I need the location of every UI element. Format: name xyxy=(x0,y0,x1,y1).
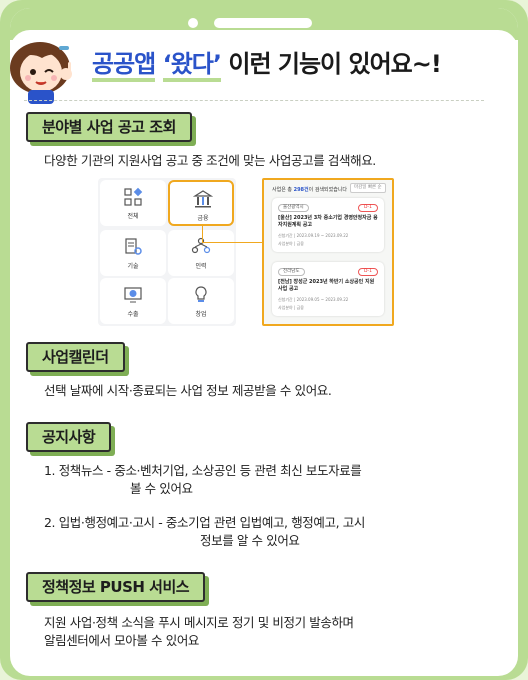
document-gear-icon xyxy=(125,238,142,255)
sort-dropdown[interactable]: 마감일 빠른 순 xyxy=(350,183,386,193)
results-count: 사업은 총 298건이 검색되었습니다 xyxy=(272,187,348,193)
notice-item-2-cont: 정보를 알 수 있어요 xyxy=(200,533,300,548)
people-icon xyxy=(191,237,211,254)
section-tag-notice: 공지사항 xyxy=(26,422,112,452)
lightbulb-icon xyxy=(195,286,207,302)
top-inner xyxy=(10,30,518,60)
result-card[interactable]: 전라남도 D-1 [전남] 장성군 2023년 하반기 소상공인 지원사업 공고… xyxy=(272,262,384,316)
category-people[interactable]: 인력 xyxy=(168,230,234,276)
divider xyxy=(24,100,484,101)
dday-badge: D-1 xyxy=(358,268,378,276)
mascot-illustration xyxy=(10,42,72,104)
notice-item-1: 1. 정책뉴스 - 중소·벤처기업, 소상공인 등 관련 최신 보도자료를 xyxy=(44,463,362,478)
result-period: 신청기간 | 2023.09.05 ~ 2023.09.22 xyxy=(278,297,349,302)
category-export[interactable]: 수출 xyxy=(100,278,166,324)
category-tech[interactable]: 기술 xyxy=(100,230,166,276)
category-label: 금융 xyxy=(197,215,209,222)
category-all[interactable]: 전체 xyxy=(100,180,166,226)
connector-line xyxy=(202,242,262,243)
page-title: 공공앱 ‘왔다’ 이런 기능이 있어요~! xyxy=(92,44,442,82)
section-tag-push: 정책정보 PUSH 서비스 xyxy=(26,572,206,602)
category-grid: 전체 금융 기술 인력 xyxy=(98,178,236,326)
title-quote: ‘왔다’ xyxy=(162,50,222,82)
result-field: 사업분야 | 금융 xyxy=(278,241,304,246)
search-description: 다양한 기관의 지원사업 공고 중 조건에 맞는 사업공고를 검색해요. xyxy=(44,153,376,168)
notice-item-1-cont: 볼 수 있어요 xyxy=(130,481,193,496)
section-tag-calendar: 사업캘린더 xyxy=(26,342,125,372)
result-title: [전남] 장성군 2023년 하반기 소상공인 지원사업 공고 xyxy=(278,279,375,292)
dday-badge: D-1 xyxy=(358,204,378,212)
connector-line xyxy=(202,226,203,242)
category-label: 기술 xyxy=(127,263,139,270)
pill-dot xyxy=(188,18,198,28)
title-suffix: 이런 기능이 있어요~! xyxy=(228,50,441,78)
calendar-description: 선택 날짜에 시작·종료되는 사업 정보 제공받을 수 있어요. xyxy=(44,383,332,398)
result-title: [울산] 2023년 3차 중소기업 경영안정자금 융자지원계획 공고 xyxy=(278,215,378,228)
notice-item-2: 2. 입법·행정예고·고시 - 중소기업 관련 입법예고, 행정예고, 고시 xyxy=(44,515,365,530)
globe-screen-icon xyxy=(124,287,142,303)
category-startup[interactable]: 창업 xyxy=(168,278,234,324)
category-label: 창업 xyxy=(195,311,207,318)
section-tag-search: 분야별 사업 공고 조회 xyxy=(26,112,192,142)
push-description-line2: 알림센터에서 모아볼 수 있어요 xyxy=(44,633,200,648)
region-badge: 전라남도 xyxy=(278,268,305,276)
grid-icon xyxy=(124,187,143,206)
bank-icon xyxy=(193,190,213,208)
search-results-panel: 사업은 총 298건이 검색되었습니다 마감일 빠른 순 울산광역시 D-1 [… xyxy=(262,178,394,326)
category-finance[interactable]: 금융 xyxy=(168,180,234,226)
push-description-line1: 지원 사업·정책 소식을 푸시 메시지로 정기 및 비정기 발송하며 xyxy=(44,615,354,630)
title-prefix: 공공앱 xyxy=(92,50,156,82)
result-period: 신청기간 | 2023.09.19 ~ 2023.09.22 xyxy=(278,233,349,238)
category-label: 전체 xyxy=(127,213,139,220)
result-field: 사업분야 | 금융 xyxy=(278,305,304,310)
category-label: 수출 xyxy=(127,311,139,318)
pill-bar xyxy=(214,18,312,28)
region-badge: 울산광역시 xyxy=(278,204,309,212)
result-card[interactable]: 울산광역시 D-1 [울산] 2023년 3차 중소기업 경영안정자금 융자지원… xyxy=(272,198,384,252)
category-label: 인력 xyxy=(195,263,207,270)
